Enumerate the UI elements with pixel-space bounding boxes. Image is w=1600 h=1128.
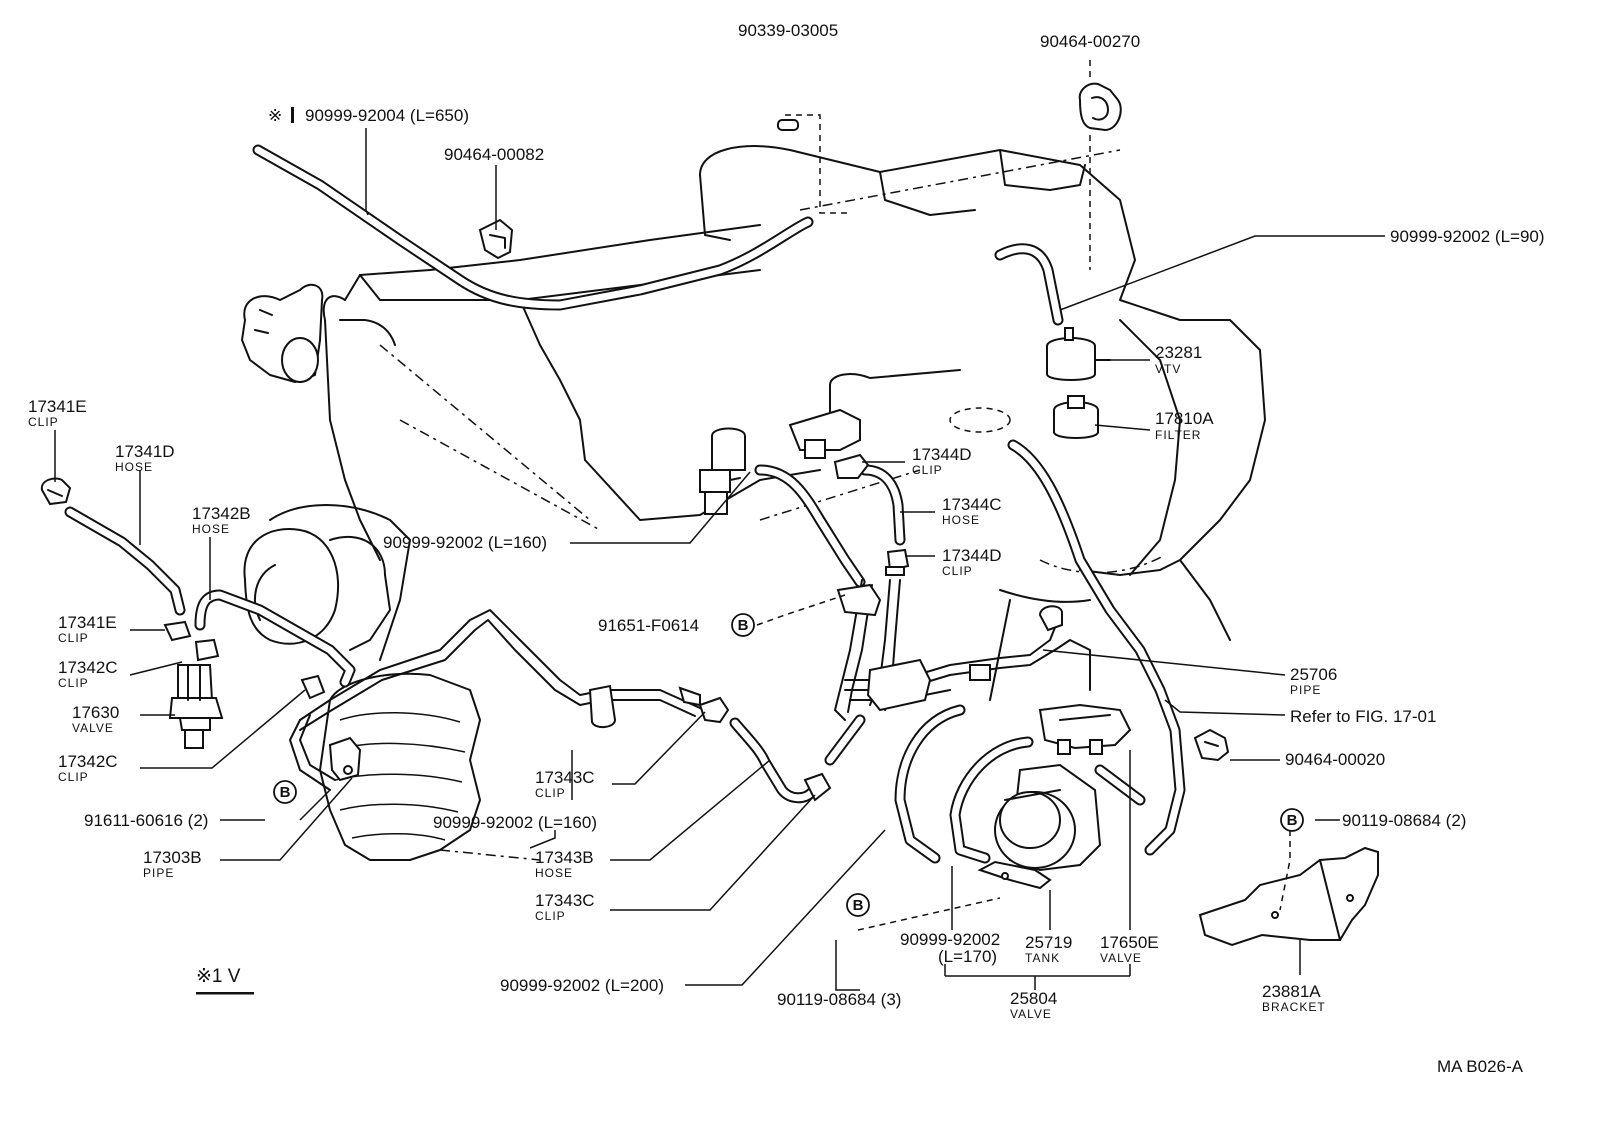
label-25706-sub: PIPE <box>1290 683 1321 697</box>
svg-text:B: B <box>280 784 291 801</box>
label-17630-sub: VALVE <box>72 721 114 735</box>
label-90999-92002-l170-len: (L=170) <box>938 947 997 966</box>
callout-b-90119-3: B <box>846 893 870 917</box>
label-17343c-top: 17343C <box>535 768 595 787</box>
label-17344c: 17344C <box>942 495 1002 514</box>
label-17342c-top: 17342C <box>58 658 118 677</box>
label-90119-08684-3: 90119-08684 (3) <box>777 990 901 1009</box>
refer-to-fig: Refer to FIG. 17-01 <box>1290 707 1436 726</box>
label-90464-00020: 90464-00020 <box>1285 750 1385 769</box>
label-90339-03005: 90339-03005 <box>738 21 838 40</box>
label-90999-92002-l170: 90999-92002 <box>900 930 1000 949</box>
label-23881a-sub: BRACKET <box>1262 1000 1326 1014</box>
callout-b-91651: B <box>731 613 755 637</box>
label-17344d-top-sub: CLIP <box>912 463 943 477</box>
label-17344d-top: 17344D <box>912 445 972 464</box>
hoses <box>64 144 1186 864</box>
label-17344c-sub: HOSE <box>942 513 980 527</box>
label-17341e-bottom: 17341E <box>58 613 117 632</box>
label-17630: 17630 <box>72 703 119 722</box>
label-91611-60616: 91611-60616 (2) <box>84 811 208 830</box>
callout-b-91611: B <box>273 780 297 804</box>
label-90999-92002-l200: 90999-92002 (L=200) <box>500 976 664 995</box>
label-17342c-bottom: 17342C <box>58 752 118 771</box>
labels: 90339-03005 90464-00270 ※ 90999-92004 (L… <box>28 21 1545 1076</box>
label-17341d-sub: HOSE <box>115 460 153 474</box>
label-17342b-sub: HOSE <box>192 522 230 536</box>
label-23881a: 23881A <box>1262 982 1321 1001</box>
note-mark: ※ <box>268 106 282 125</box>
label-17343b: 17343B <box>535 848 594 867</box>
label-17810a-sub: FILTER <box>1155 428 1201 442</box>
components <box>40 82 1379 947</box>
label-23281-sub: VTV <box>1155 362 1181 376</box>
svg-text:B: B <box>738 617 749 634</box>
label-25719: 25719 <box>1025 933 1072 952</box>
label-90999-92004: 90999-92004 (L=650) <box>305 106 469 125</box>
label-17342b: 17342B <box>192 504 251 523</box>
label-17810a: 17810A <box>1155 409 1214 428</box>
label-23281: 23281 <box>1155 343 1202 362</box>
label-25719-sub: TANK <box>1025 951 1060 965</box>
variant-note: ※1 V <box>196 966 241 987</box>
label-17650e: 17650E <box>1100 933 1159 952</box>
label-17344d-bottom-sub: CLIP <box>942 564 973 578</box>
label-90464-00270: 90464-00270 <box>1040 32 1140 51</box>
label-17344d-bottom: 17344D <box>942 546 1002 565</box>
label-17303b-sub: PIPE <box>143 866 174 880</box>
label-17303b: 17303B <box>143 848 202 867</box>
label-25804-sub: VALVE <box>1010 1007 1052 1021</box>
label-17341e-top: 17341E <box>28 397 87 416</box>
label-17650e-sub: VALVE <box>1100 951 1142 965</box>
label-17341d: 17341D <box>115 442 175 461</box>
label-90999-92002-l160-b: 90999-92002 (L=160) <box>433 813 597 832</box>
callout-b-90119-2: B <box>1280 808 1304 832</box>
label-90999-92002-l160-a: 90999-92002 (L=160) <box>383 533 547 552</box>
label-90999-92002-l90: 90999-92002 (L=90) <box>1390 227 1545 246</box>
label-17343c-bottom: 17343C <box>535 891 595 910</box>
label-17343b-sub: HOSE <box>535 866 573 880</box>
label-90464-00082: 90464-00082 <box>444 145 544 164</box>
label-17341e-bottom-sub: CLIP <box>58 631 89 645</box>
label-17343c-top-sub: CLIP <box>535 786 566 800</box>
label-17342c-top-sub: CLIP <box>58 676 89 690</box>
svg-text:B: B <box>1287 812 1298 829</box>
leader-lines <box>54 60 1385 991</box>
label-17341e-top-sub: CLIP <box>28 415 59 429</box>
label-91651-f0614: 91651-F0614 <box>598 616 699 635</box>
pipes <box>289 579 1091 791</box>
svg-text:B: B <box>853 897 864 914</box>
label-90119-08684-2: 90119-08684 (2) <box>1342 811 1466 830</box>
figure-code: MA B026-A <box>1437 1057 1524 1076</box>
label-17343c-bottom-sub: CLIP <box>535 909 566 923</box>
label-17342c-bottom-sub: CLIP <box>58 770 89 784</box>
label-25804: 25804 <box>1010 989 1057 1008</box>
label-25706: 25706 <box>1290 665 1337 684</box>
